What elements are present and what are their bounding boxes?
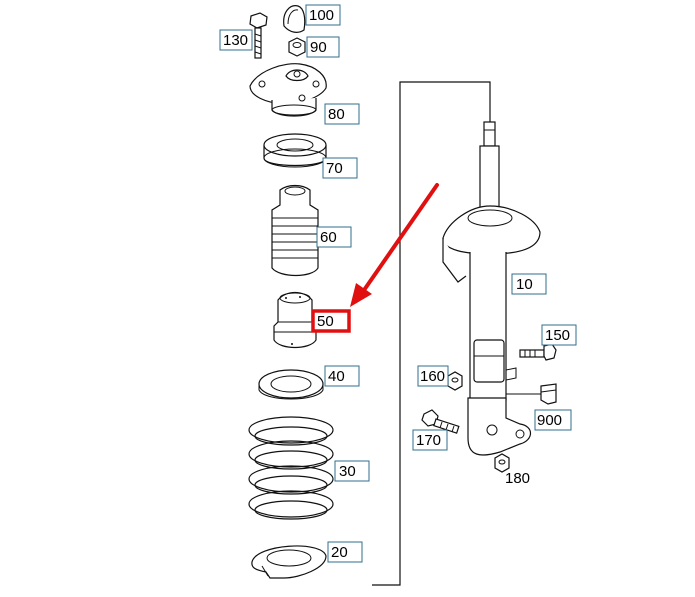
- callout-40: 40: [324, 365, 360, 387]
- bolt-170: [421, 409, 460, 434]
- callout-10-text: 10: [516, 276, 533, 293]
- bolt-150: [519, 343, 557, 361]
- callout-60-text: 60: [320, 229, 337, 246]
- callout-10: 10: [511, 273, 547, 295]
- callout-130-text: 130: [223, 32, 248, 49]
- callout-160-text: 160: [420, 368, 445, 385]
- callout-900-text: 900: [537, 412, 562, 429]
- nut-180: [494, 453, 510, 473]
- callout-60: 60: [316, 226, 352, 248]
- callout-30: 30: [334, 460, 370, 482]
- callout-50-highlighted: 50: [311, 309, 351, 333]
- callout-20-text: 20: [331, 544, 348, 561]
- callout-70-text: 70: [326, 160, 343, 177]
- callout-100: 100: [305, 4, 341, 26]
- boot-60: [271, 184, 319, 277]
- connector-900: [540, 383, 557, 405]
- callout-100-text: 100: [309, 7, 334, 24]
- top-mount-80: [249, 63, 327, 117]
- callout-30-text: 30: [339, 463, 356, 480]
- callout-150-text: 150: [545, 327, 570, 344]
- callout-150: 150: [541, 324, 577, 346]
- callout-80-text: 80: [328, 106, 345, 123]
- strut-10: [442, 121, 545, 456]
- spring-seat-40: [258, 369, 324, 400]
- bearing-70: [263, 133, 327, 168]
- spring-pad-20: [251, 545, 327, 579]
- bump-stop-50: [273, 291, 317, 349]
- highlight-arrow: [350, 183, 439, 307]
- callout-160: 160: [417, 365, 449, 387]
- callout-900: 900: [534, 409, 572, 431]
- cap-100: [283, 5, 306, 33]
- callout-180-text: 180: [505, 470, 530, 487]
- nut-90: [288, 37, 306, 57]
- callout-130: 130: [219, 29, 253, 51]
- callout-50-text: 50: [317, 313, 334, 330]
- callout-170-text: 170: [416, 432, 441, 449]
- callout-70: 70: [322, 157, 358, 179]
- callout-40-text: 40: [328, 368, 345, 385]
- callout-90: 90: [306, 36, 340, 58]
- grouping-bracket: [372, 81, 491, 586]
- callout-20: 20: [327, 541, 363, 563]
- nut-160: [447, 371, 463, 391]
- callout-90-text: 90: [310, 39, 327, 56]
- coil-spring-30: [248, 416, 334, 520]
- bolt-130: [249, 12, 268, 59]
- callout-170: 170: [412, 429, 448, 451]
- callout-80: 80: [324, 103, 360, 125]
